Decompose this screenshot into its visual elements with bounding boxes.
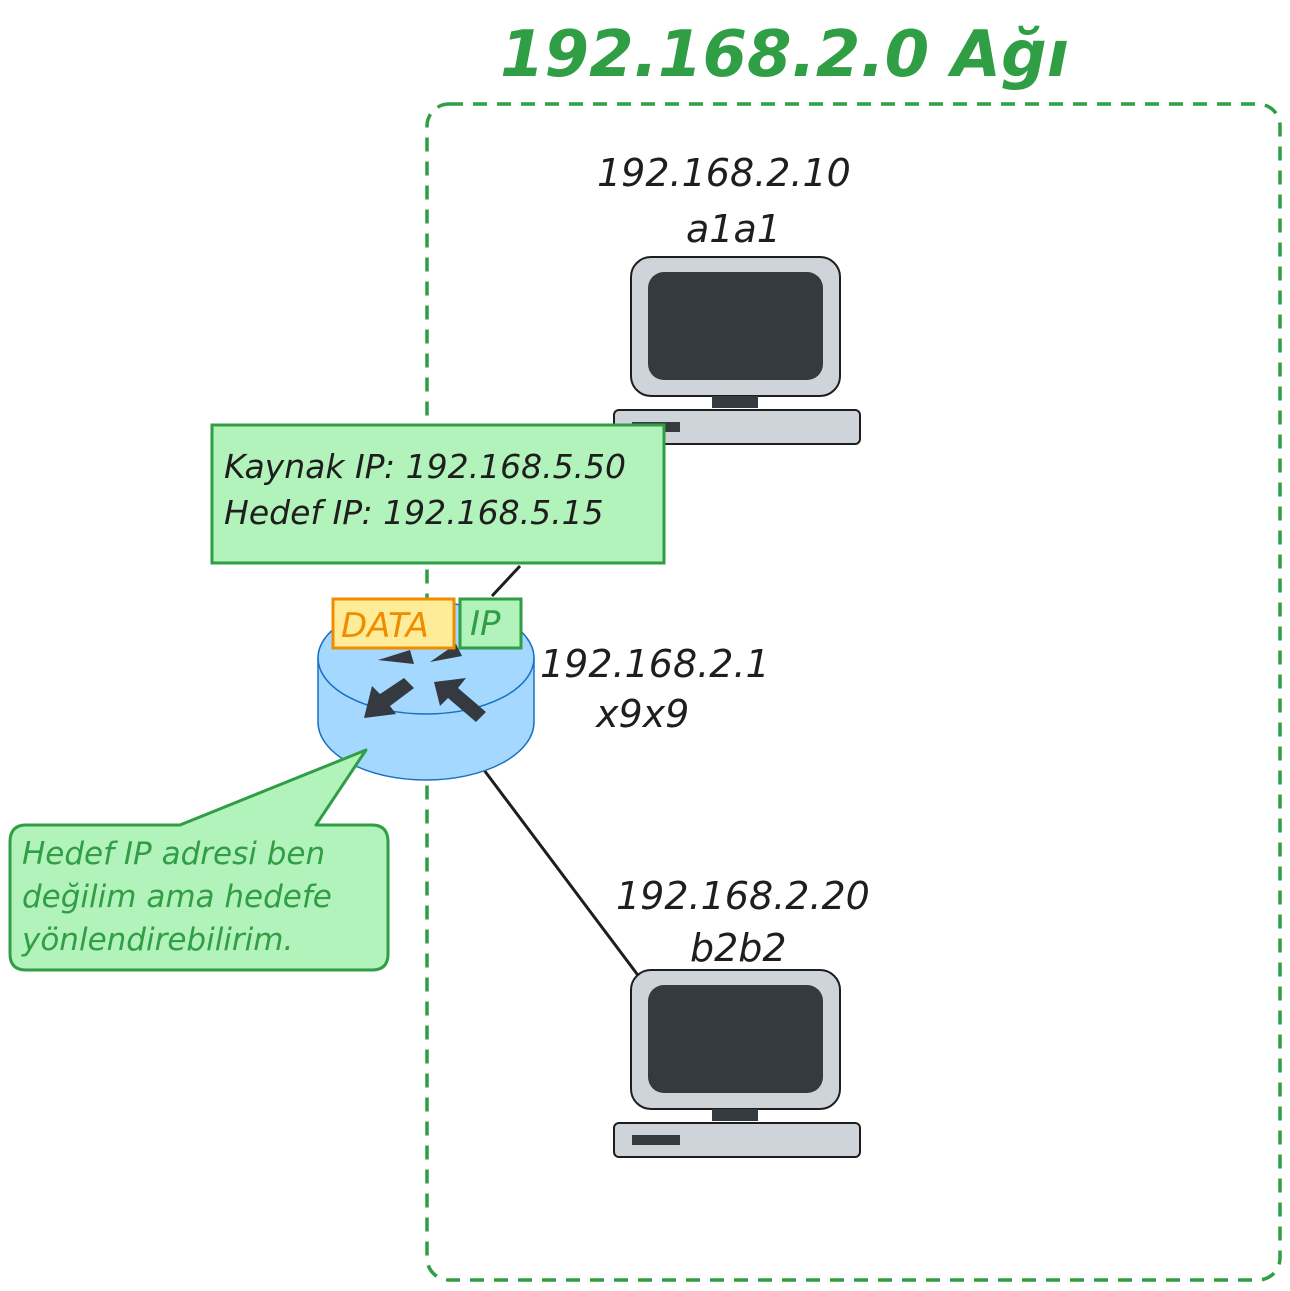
packet-data-segment [331, 597, 456, 650]
router-ip: 192.168.2.1 [540, 642, 770, 686]
callout-line-3: yönlendirebilirim. [21, 922, 293, 958]
router-mac: x9x9 [595, 692, 689, 736]
ip-header-source: Kaynak IP: 192.168.5.50 [224, 447, 626, 486]
host-b2b2-mac: b2b2 [690, 926, 787, 970]
link-router-b2b2 [482, 769, 642, 979]
callout-line-1: Hedef IP adresi ben [22, 836, 325, 872]
packet-data-label: DATA [341, 606, 429, 646]
host-b2b2-ip: 192.168.2.20 [616, 874, 870, 918]
callout-line-2: değilim ama hedefe [22, 879, 332, 915]
network-boundary [425, 102, 1282, 1282]
packet-ip-segment [458, 597, 523, 650]
host-a1a1-ip: 192.168.2.10 [597, 151, 851, 195]
ip-header-box [210, 423, 666, 565]
network-title: 192.168.2.0 Ağı [500, 18, 1069, 92]
link-router-a1a1 [490, 564, 522, 598]
router-callout [8, 748, 390, 972]
packet-ip-label: IP [470, 604, 501, 644]
computer-icon [613, 256, 861, 445]
computer-icon [613, 969, 861, 1158]
ip-header-destination: Hedef IP: 192.168.5.15 [224, 493, 604, 532]
host-a1a1-mac: a1a1 [686, 207, 781, 251]
